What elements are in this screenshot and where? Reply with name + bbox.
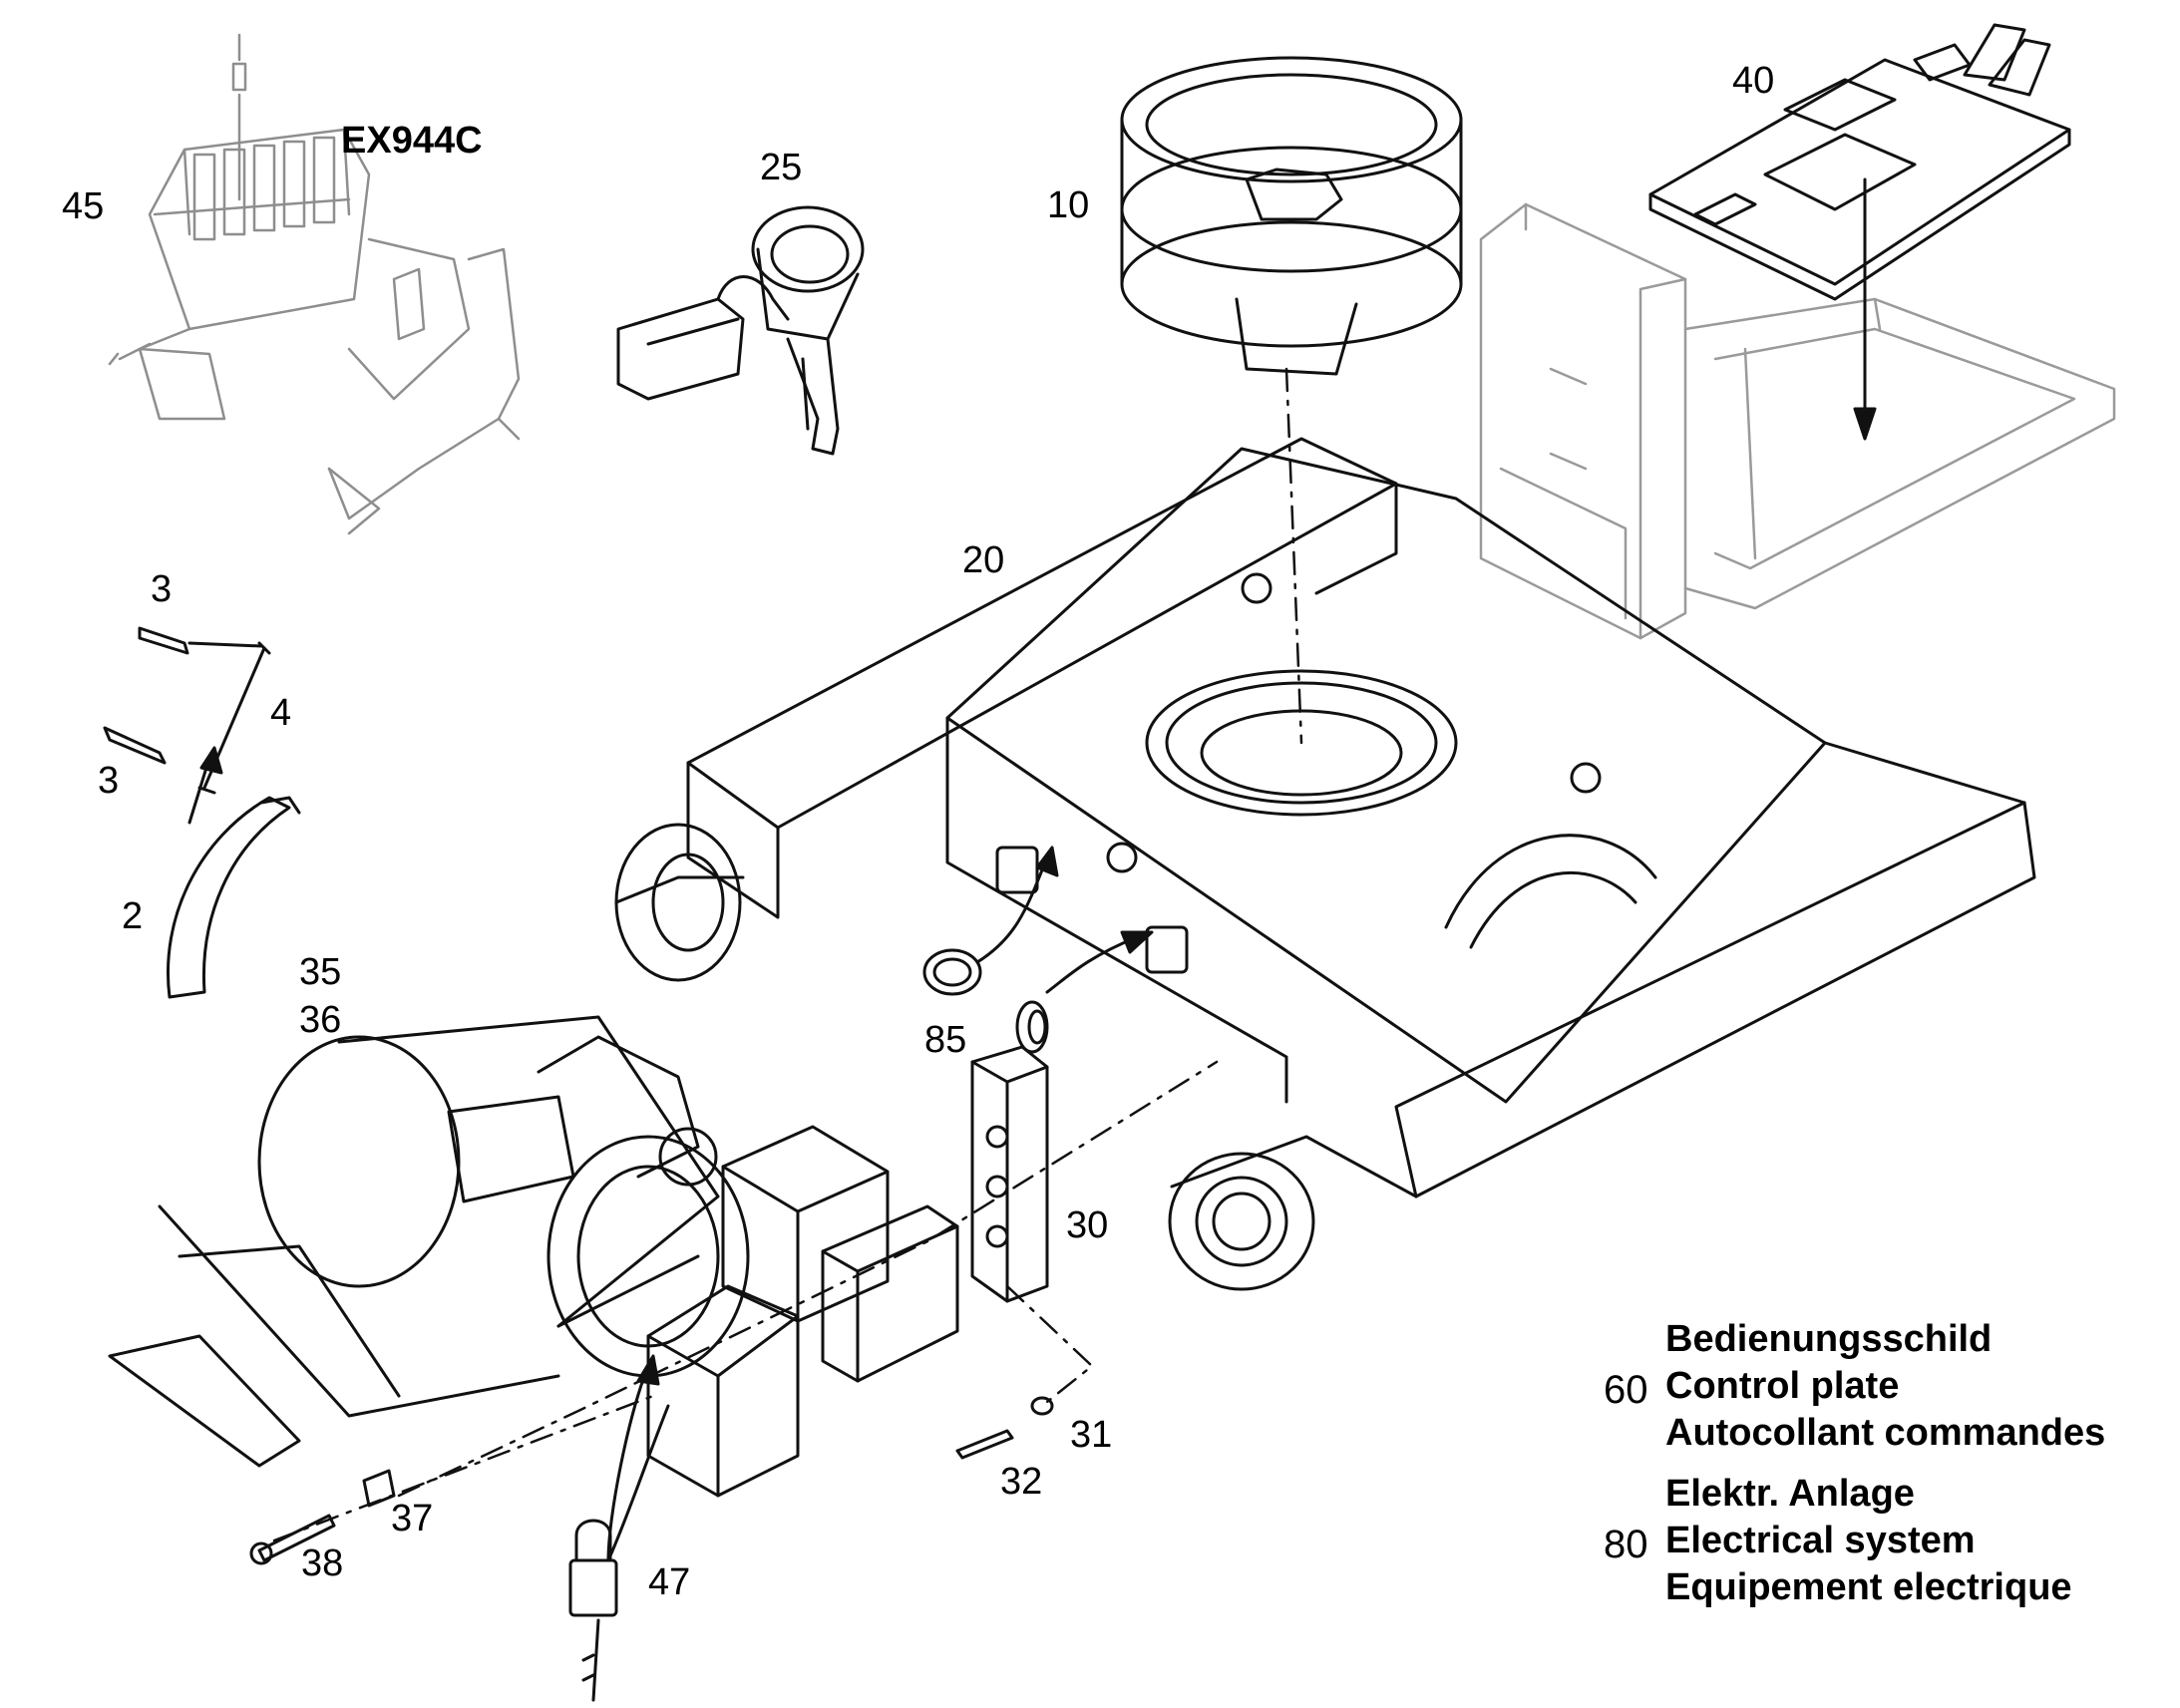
chain-and-pins bbox=[103, 626, 271, 795]
valve-block-assembly bbox=[108, 33, 521, 535]
mounting-bar bbox=[970, 1045, 1049, 1303]
padlock-with-keys bbox=[616, 205, 865, 456]
legend-text-80: Elektr. Anlage Electrical system Equipem… bbox=[1665, 1471, 2072, 1611]
legend-60-line-de: Bedienungsschild bbox=[1665, 1318, 1993, 1360]
callout-4: 4 bbox=[270, 692, 292, 734]
callout-40: 40 bbox=[1732, 60, 1775, 102]
control-plate-assembly bbox=[1648, 23, 2071, 301]
small-hardware bbox=[249, 948, 1054, 1702]
legend-number-60: 60 bbox=[1604, 1368, 1648, 1412]
control-cabinet-frame bbox=[1479, 202, 2116, 640]
legend-60-line-en: Control plate bbox=[1665, 1365, 1900, 1407]
callout-37: 37 bbox=[391, 1498, 434, 1539]
assembly-lines bbox=[272, 367, 1303, 1542]
callout-85: 85 bbox=[924, 1019, 967, 1061]
legend-80-line-en: Electrical system bbox=[1665, 1520, 1976, 1561]
callout-25: 25 bbox=[760, 147, 803, 188]
assembly-arrows bbox=[187, 177, 1877, 1562]
callout-35: 35 bbox=[299, 951, 342, 993]
legend-80-line-fr: Equipement electrique bbox=[1665, 1566, 2072, 1608]
slewing-ring bbox=[1120, 56, 1463, 376]
cable-reel-assembly bbox=[108, 1015, 750, 1468]
model-code-label: EX944C bbox=[341, 120, 483, 162]
callout-2: 2 bbox=[122, 895, 144, 937]
legend-60-line-fr: Autocollant commandes bbox=[1665, 1412, 2106, 1454]
callout-10: 10 bbox=[1047, 184, 1090, 226]
callout-36: 36 bbox=[299, 999, 342, 1041]
callout-32: 32 bbox=[1000, 1461, 1043, 1503]
callout-38: 38 bbox=[301, 1542, 344, 1584]
callout-20: 20 bbox=[962, 539, 1005, 581]
electrical-boxes bbox=[646, 1125, 959, 1498]
callout-47: 47 bbox=[648, 1561, 691, 1603]
legend-text-60: Bedienungsschild Control plate Autocolla… bbox=[1665, 1316, 2105, 1457]
hose-guide bbox=[167, 796, 301, 999]
legend-80-line-de: Elektr. Anlage bbox=[1665, 1473, 1915, 1515]
callout-45: 45 bbox=[62, 185, 105, 227]
undercarriage-frame bbox=[614, 437, 2036, 1291]
callout-3-upper: 3 bbox=[151, 568, 173, 610]
callout-31: 31 bbox=[1070, 1414, 1113, 1456]
callout-3-lower: 3 bbox=[98, 760, 120, 802]
callout-30: 30 bbox=[1066, 1204, 1109, 1246]
legend-number-80: 80 bbox=[1604, 1523, 1648, 1566]
